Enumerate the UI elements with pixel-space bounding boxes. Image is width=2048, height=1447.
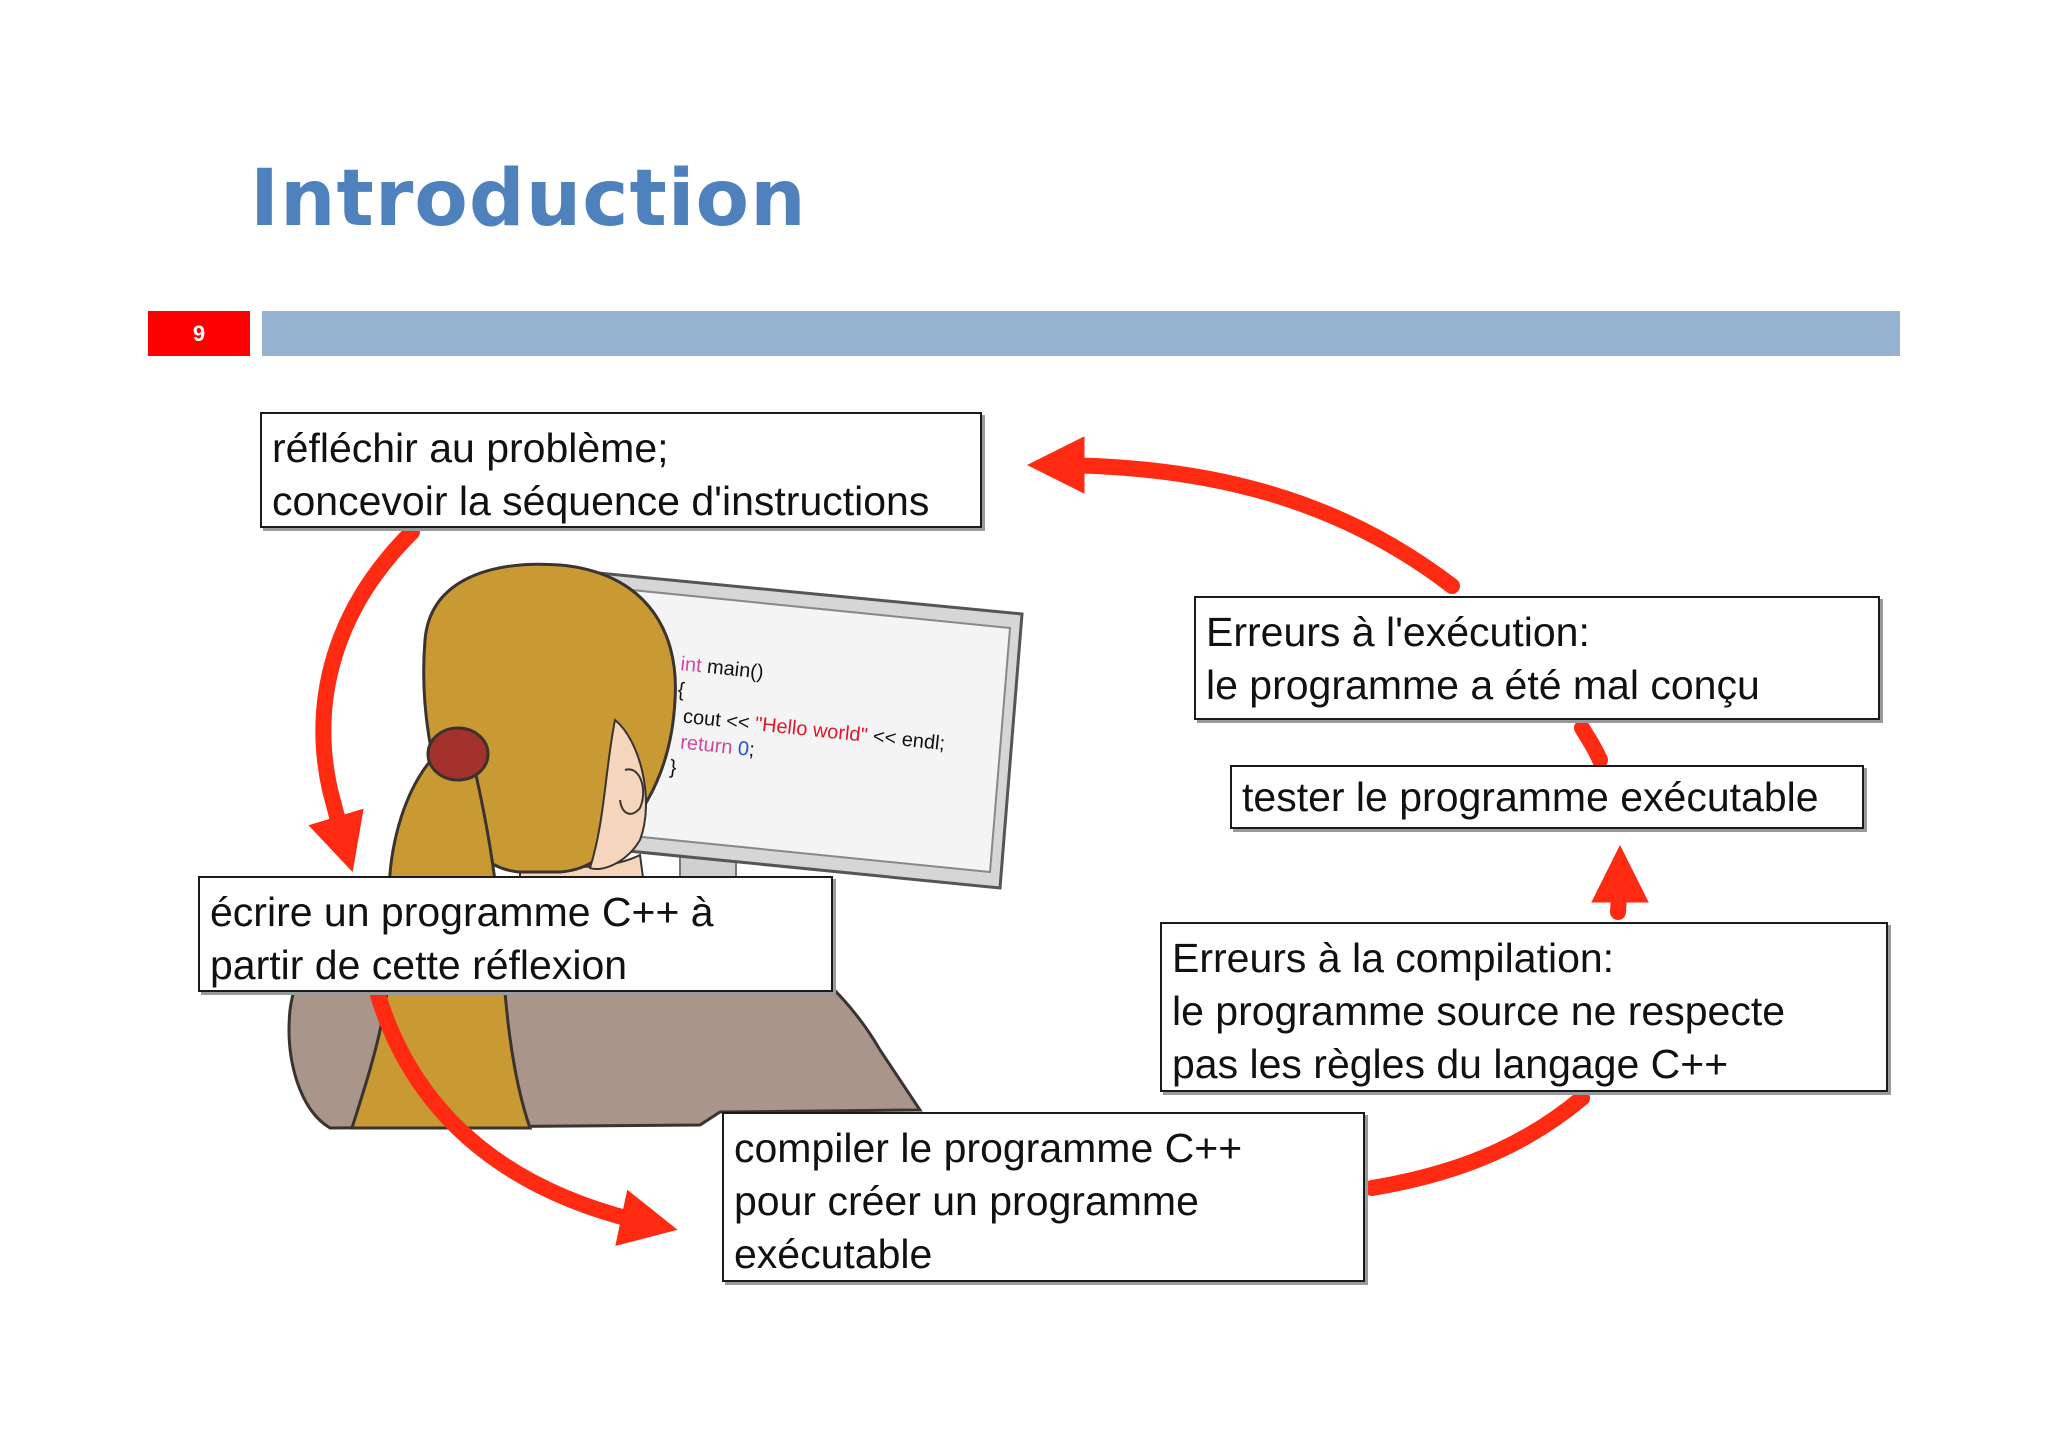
arrow-test-to-runtime-errors [1582,728,1600,760]
compile-errors-line-3: pas les règles du langage C++ [1172,1038,1876,1091]
hair-tie [428,728,488,780]
runtime-errors-box: Erreurs à l'exécution: le programme a ét… [1194,596,1880,720]
step-think-line-1: réfléchir au problème; [272,422,970,475]
compile-errors-line-2: le programme source ne respecte [1172,985,1876,1038]
runtime-errors-line-1: Erreurs à l'exécution: [1206,606,1868,659]
step-think-line-2: concevoir la séquence d'instructions [272,475,970,528]
step-test-box: tester le programme exécutable [1230,765,1864,829]
step-write-box: écrire un programme C++ à partir de cett… [198,876,833,992]
runtime-errors-line-2: le programme a été mal conçu [1206,659,1868,712]
arrow-think-to-write [323,532,412,850]
step-compile-line-2: pour créer un programme [734,1175,1353,1228]
step-compile-line-1: compiler le programme C++ [734,1122,1353,1175]
step-compile-box: compiler le programme C++ pour créer un … [722,1112,1365,1282]
arrow-compile-to-errors [1372,1098,1582,1188]
step-think-box: réfléchir au problème; concevoir la séqu… [260,412,982,528]
step-test-line-1: tester le programme exécutable [1242,771,1852,824]
arrow-runtime-errors-to-think [1050,465,1452,586]
step-compile-line-3: exécutable [734,1228,1353,1281]
compile-errors-line-1: Erreurs à la compilation: [1172,932,1876,985]
compile-errors-box: Erreurs à la compilation: le programme s… [1160,922,1888,1092]
arrow-errors-to-test [1618,868,1620,912]
step-write-line-2: partir de cette réflexion [210,939,821,992]
step-write-line-1: écrire un programme C++ à [210,886,821,939]
